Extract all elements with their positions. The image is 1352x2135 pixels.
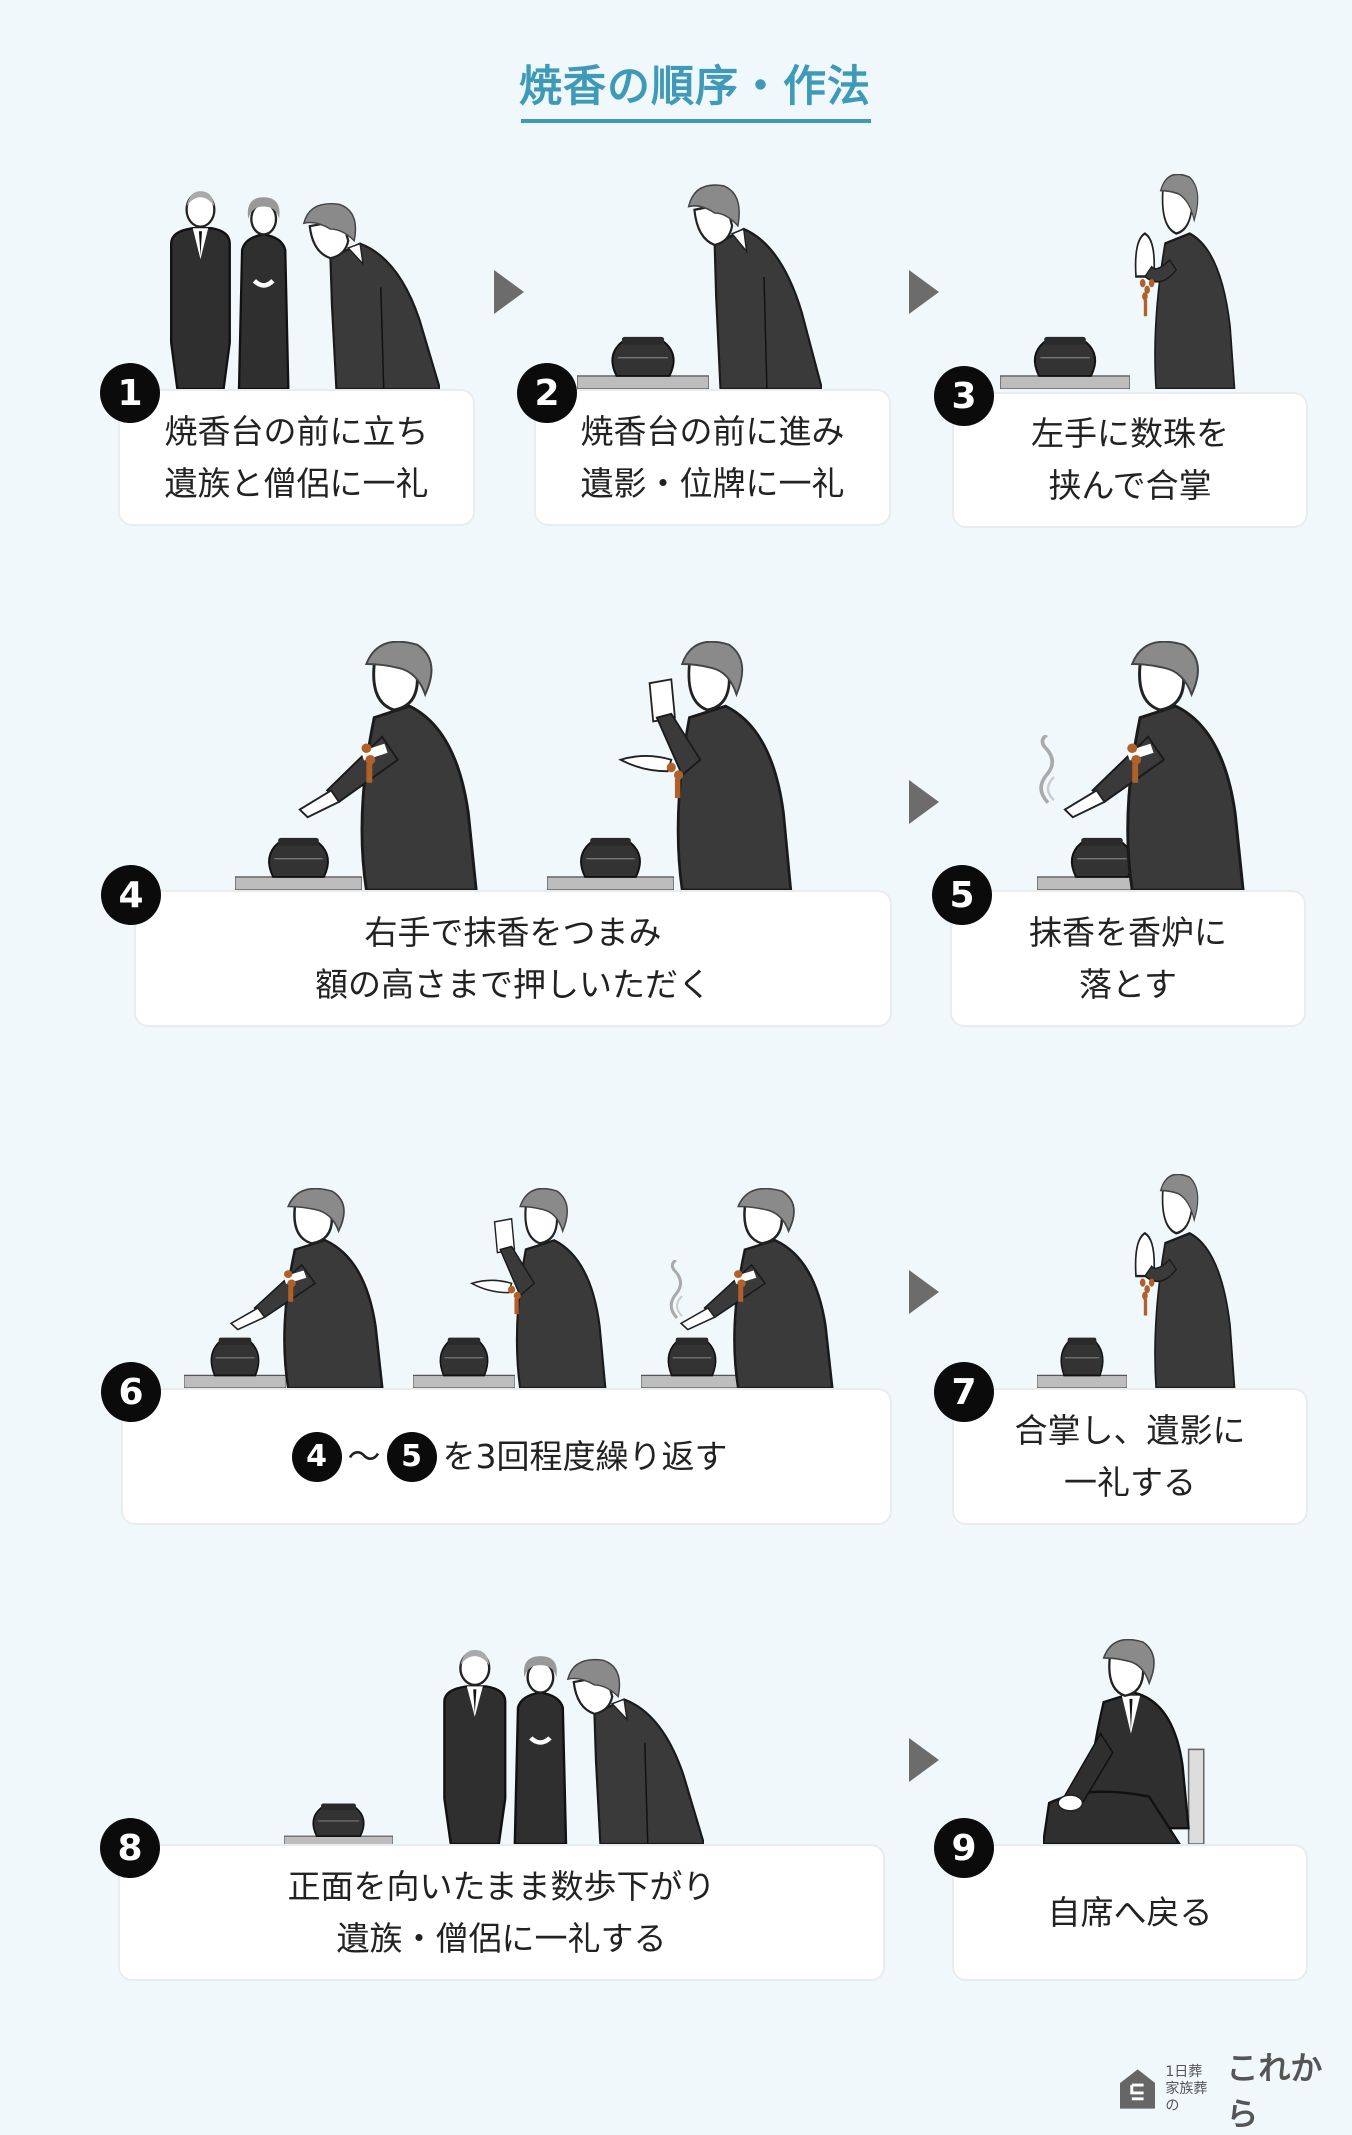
illustration-pinching-man [221, 1188, 389, 1388]
illustration-incense-burner [1037, 1330, 1127, 1388]
step-ref-badge: 4 [291, 1431, 342, 1482]
house-logo-icon [1120, 2069, 1156, 2109]
step-badge: 1 [100, 363, 160, 423]
step-card-3: 左手に数珠を 挟んで合掌 [952, 392, 1308, 528]
step-text-line: 遺族と僧侶に一礼 [164, 463, 429, 503]
logo-line2: 家族葬の [1165, 2080, 1208, 2114]
step-text: を3回程度繰り返す [442, 1436, 728, 1476]
step-text-line: 遺族・僧侶に一礼する [336, 1918, 667, 1958]
step-badge: 6 [101, 1362, 161, 1422]
step-ref-badge: 5 [386, 1431, 437, 1482]
step-card-9: 自席へ戻る [952, 1844, 1308, 1981]
brand-logo: 1日葬 家族葬の これから [1120, 2043, 1352, 2135]
step-card-7: 合掌し、遺影に 一礼する [952, 1388, 1308, 1525]
step-card-1: 焼香台の前に立ち 遺族と僧侶に一礼 [118, 389, 475, 526]
step-text-line: 正面を向いたまま数歩下がり [287, 1866, 716, 1906]
illustration-incense-burner [1000, 329, 1130, 389]
step-text-line: 抹香を香炉に [1029, 912, 1227, 952]
illustration-lifting-man [617, 641, 798, 890]
illustration-bowing-man [677, 181, 822, 389]
illustration-pinching-man [671, 1188, 839, 1388]
title-underline [521, 119, 871, 123]
step-text-line: 額の高さまで押しいただく [315, 964, 711, 1004]
illustration-bowing-man [556, 1656, 704, 1844]
step-badge: 3 [934, 366, 994, 426]
illustration-incense-burner [284, 1797, 393, 1847]
illustration-bowing-man [292, 200, 440, 389]
step-text-line: 挟んで合掌 [1048, 466, 1212, 505]
logo-brand: これから [1226, 2049, 1323, 2133]
step-badge: 4 [101, 865, 161, 925]
step-text-line: 合掌し、遺影に [1014, 1410, 1246, 1450]
step-text-line: 4 ～ 5 を3回程度繰り返す [286, 1431, 728, 1483]
step-card-5: 抹香を香炉に 落とす [950, 890, 1306, 1027]
illustration-praying-man [1127, 174, 1239, 389]
step-text-line: 焼香台の前に立ち [164, 411, 429, 451]
step-text-line: 自席へ戻る [1047, 1892, 1213, 1932]
step-text-line: 焼香台の前に進み [580, 411, 845, 451]
step-card-4: 右手で抹香をつまみ 額の高さまで押しいただく [134, 890, 892, 1027]
step-card-6: 4 ～ 5 を3回程度繰り返す [121, 1388, 892, 1525]
step-text-line: 右手で抹香をつまみ [364, 912, 662, 952]
arrow-right-icon [909, 780, 939, 824]
illustration-pinching-man [1053, 641, 1251, 890]
step-text-line: 遺影・位牌に一礼 [580, 463, 845, 503]
page-title: 焼香の順序・作法 [519, 62, 871, 112]
arrow-right-icon [494, 270, 524, 314]
illustration-pinching-man [288, 641, 484, 890]
arrow-right-icon [909, 1270, 939, 1314]
illustration-praying-man [1127, 1174, 1239, 1388]
step-text-line: 左手に数珠を [1031, 414, 1229, 453]
step-badge: 8 [100, 1818, 160, 1878]
step-card-8: 正面を向いたまま数歩下がり 遺族・僧侶に一礼する [118, 1844, 885, 1981]
step-badge: 9 [934, 1818, 994, 1878]
arrow-right-icon [909, 1738, 939, 1782]
step-badge: 5 [932, 865, 992, 925]
illustration-lifting-man [469, 1188, 611, 1388]
step-text-line: 落とす [1078, 964, 1177, 1004]
tilde: ～ [347, 1436, 381, 1476]
logo-line1: 1日葬 [1165, 2063, 1203, 2080]
step-card-2: 焼香台の前に進み 遺影・位牌に一礼 [534, 389, 891, 526]
step-text-line: 一礼する [1064, 1462, 1196, 1502]
step-badge: 2 [517, 363, 577, 423]
step-badge: 7 [934, 1362, 994, 1422]
arrow-right-icon [909, 270, 939, 314]
illustration-seated-man [1043, 1639, 1225, 1844]
